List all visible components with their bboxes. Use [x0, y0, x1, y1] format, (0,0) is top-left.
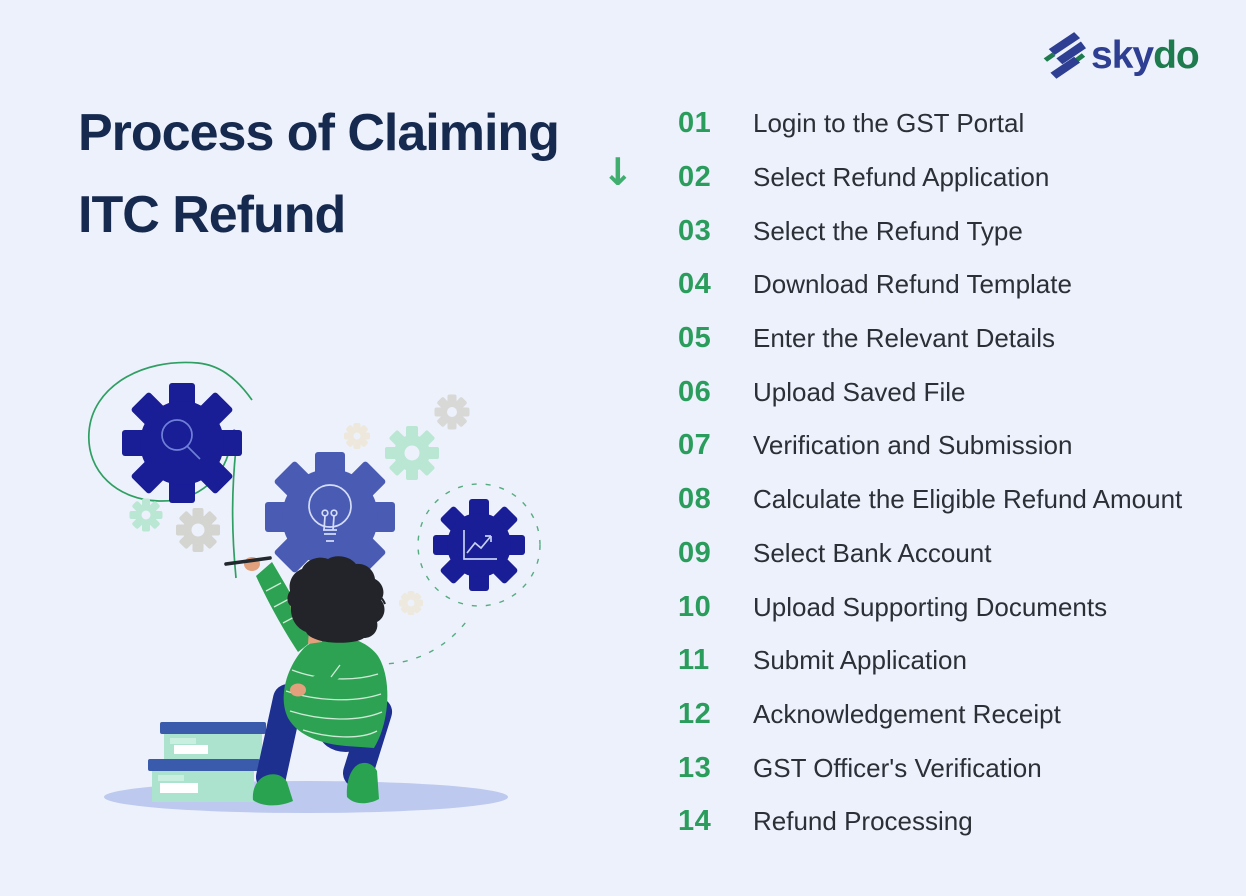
hair-bun [341, 593, 369, 621]
step-label: Upload Saved File [753, 376, 966, 407]
step-number: 06 [678, 375, 712, 408]
step-label: Select the Refund Type [753, 215, 1023, 246]
woman-drawing [224, 556, 392, 806]
down-arrow-icon: ↓ [602, 150, 634, 194]
title-line-2: ITC Refund [78, 186, 346, 244]
list-item: 04 Download Refund Template [678, 258, 1182, 312]
step-number: 14 [678, 805, 712, 838]
step-number: 11 [678, 644, 710, 677]
line-chart-icon [463, 530, 497, 560]
list-item: 09 Select Bank Account [678, 527, 1182, 581]
list-item: 05 Enter the Relevant Details [678, 312, 1182, 366]
gear-lightbulb-icon [265, 452, 395, 582]
step-number: 12 [678, 697, 712, 730]
step-number: 05 [678, 322, 712, 355]
dashed-circle [417, 483, 541, 607]
torso-sweater [283, 636, 388, 748]
list-item: 07 Verification and Submission [678, 419, 1182, 473]
logo-wordmark: skydo [1091, 33, 1200, 77]
step-label: Upload Supporting Documents [753, 591, 1108, 622]
stacked-books [148, 722, 266, 802]
step-label: Select Bank Account [753, 537, 992, 568]
list-item: 10 Upload Supporting Documents [678, 580, 1182, 634]
process-illustration [88, 361, 541, 813]
skydo-logo: skydo [1042, 30, 1200, 80]
small-gear-gray-left [176, 508, 220, 552]
step-label: Calculate the Eligible Refund Amount [753, 484, 1183, 515]
step-label: Enter the Relevant Details [753, 323, 1056, 354]
list-item: 01 Login to the GST Portal [678, 97, 1182, 151]
gear-magnifier-icon [122, 383, 242, 503]
list-item: 12 Acknowledgement Receipt [678, 688, 1182, 742]
hair [287, 556, 385, 643]
small-gear-gray-top [434, 394, 470, 430]
step-number: 13 [678, 751, 712, 784]
step-number: 09 [678, 536, 712, 569]
step-label: Download Refund Template [753, 269, 1072, 300]
list-item: 11 Submit Application [678, 634, 1182, 688]
step-number: 03 [678, 214, 712, 247]
list-item: 13 GST Officer's Verification [678, 741, 1182, 795]
resting-arm [304, 652, 358, 693]
small-gear-beige-top [344, 423, 370, 449]
step-label: Acknowledgement Receipt [753, 698, 1061, 729]
gear-chart-icon [433, 499, 525, 591]
raised-arm [256, 562, 316, 652]
page-title: Process of Claiming ITC Refund [78, 92, 638, 256]
step-number: 10 [678, 590, 712, 623]
step-label: Refund Processing [753, 806, 973, 837]
step-label: Verification and Submission [753, 430, 1073, 461]
back-shoe [346, 762, 379, 804]
pen [224, 556, 272, 566]
logo-text-do: do [1153, 33, 1200, 77]
list-item: 06 Upload Saved File [678, 365, 1182, 419]
front-shoe [252, 774, 293, 806]
step-label: Select Refund Application [753, 162, 1050, 193]
step-label: Submit Application [753, 645, 967, 676]
step-number: 07 [678, 429, 712, 462]
step-label: GST Officer's Verification [753, 752, 1042, 783]
step-number: 02 [678, 161, 712, 194]
title-line-1: Process of Claiming [78, 104, 560, 162]
small-gear-mint-left [129, 498, 163, 532]
list-item: 14 Refund Processing [678, 795, 1182, 849]
magnifier-icon [161, 419, 201, 460]
small-gear-mint [385, 426, 439, 480]
list-item: 03 Select the Refund Type [678, 204, 1182, 258]
step-number: 04 [678, 268, 712, 301]
logo-text-sky: sky [1091, 33, 1154, 77]
step-number: 01 [678, 107, 712, 140]
list-item: 02 Select Refund Application [678, 151, 1182, 205]
list-item: 08 Calculate the Eligible Refund Amount [678, 473, 1182, 527]
small-gear-beige-bottom [399, 591, 423, 615]
steps-list: 01 Login to the GST Portal 02 Select Ref… [678, 97, 1182, 849]
dashed-arc [311, 621, 467, 665]
step-label: Login to the GST Portal [753, 108, 1025, 139]
step-number: 08 [678, 483, 712, 516]
skydo-chevron-icon [1043, 32, 1086, 79]
lightbulb-icon [308, 484, 352, 542]
